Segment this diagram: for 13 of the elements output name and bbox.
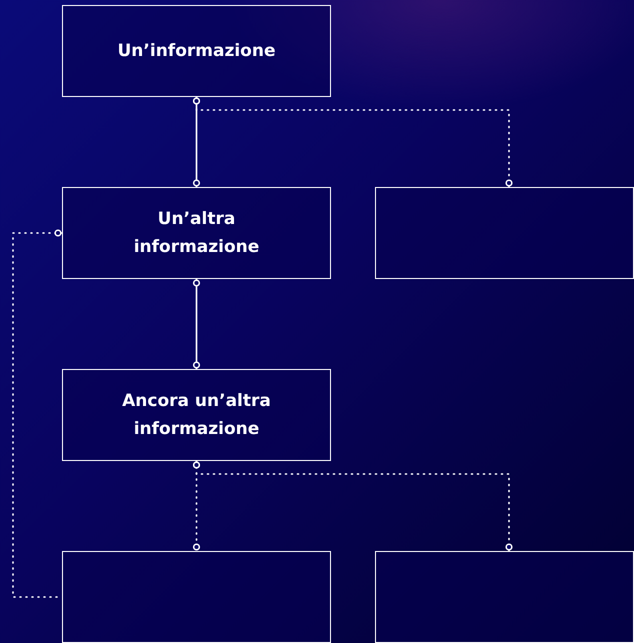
- box-label: Un’informazione: [118, 40, 276, 63]
- process-box: [62, 187, 331, 279]
- box-label: Un’altra informazione: [132, 208, 260, 259]
- empty-box: [62, 551, 331, 643]
- empty-box: [375, 187, 634, 279]
- connector: [192, 279, 200, 369]
- dotted-connector: [12, 229, 63, 598]
- process-box: [62, 369, 331, 461]
- empty-box: [375, 551, 634, 643]
- box-label: Ancora un’altra informazione: [121, 390, 272, 441]
- dotted-connector: [192, 460, 513, 552]
- process-box: [62, 5, 331, 97]
- dotted-connector: [192, 96, 513, 188]
